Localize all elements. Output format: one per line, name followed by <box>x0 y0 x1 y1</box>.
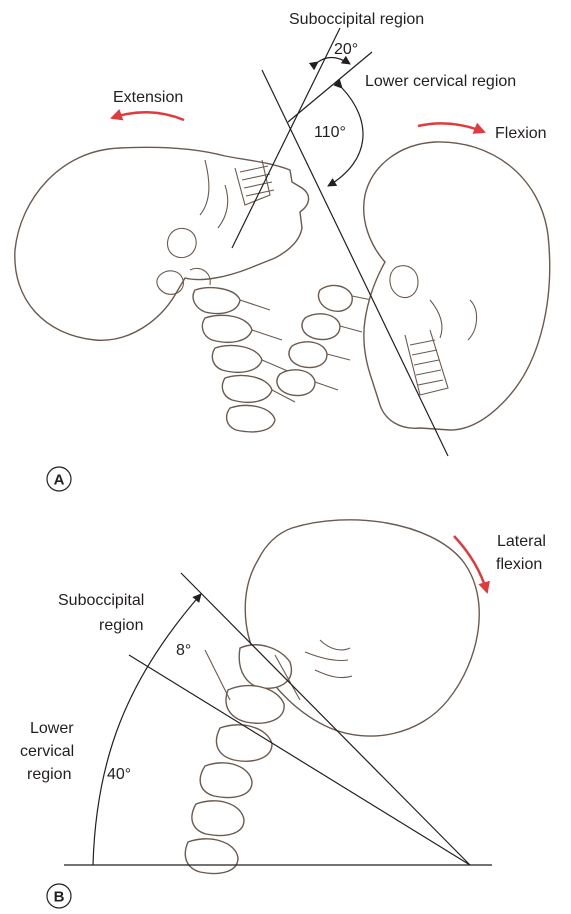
panel-a-letter: A <box>54 472 65 489</box>
angle-arc-40 <box>93 594 201 865</box>
label-angle-40: 40° <box>107 766 131 783</box>
label-lateral-flexion-line2: flexion <box>496 556 542 573</box>
label-suboccipital-line1-b: Suboccipital <box>58 592 144 609</box>
label-lower-cervical-line3-b: region <box>27 766 71 783</box>
cervical-spine-posterior <box>185 645 300 874</box>
label-flexion: Flexion <box>495 125 547 142</box>
label-angle-20: 20° <box>334 41 358 58</box>
suboccipital-reference-line <box>288 52 372 122</box>
cervical-spine-flexion <box>277 285 372 395</box>
panel-a: Suboccipital region 20° Lower cervical r… <box>15 11 550 491</box>
label-angle-110: 110° <box>314 124 346 141</box>
panel-b-letter: B <box>54 889 65 906</box>
label-suboccipital-region-a: Suboccipital region <box>289 11 424 28</box>
extended-skull-illustration <box>15 147 309 340</box>
label-lower-cervical-line1-b: Lower <box>30 720 74 737</box>
flexion-arrow <box>418 123 484 132</box>
flexed-skull-illustration <box>364 142 550 430</box>
panel-b: Lateral flexion Suboccipital region 8° L… <box>20 520 546 908</box>
label-lateral-flexion-line1: Lateral <box>497 533 546 550</box>
cervical-spine-extension <box>193 288 295 432</box>
label-lower-cervical-region-a: Lower cervical region <box>365 73 516 90</box>
label-suboccipital-line2-b: region <box>99 617 143 634</box>
label-extension: Extension <box>113 89 183 106</box>
label-lower-cervical-line2-b: cervical <box>20 743 74 760</box>
extension-arrow <box>112 112 184 120</box>
label-angle-8: 8° <box>176 642 191 659</box>
